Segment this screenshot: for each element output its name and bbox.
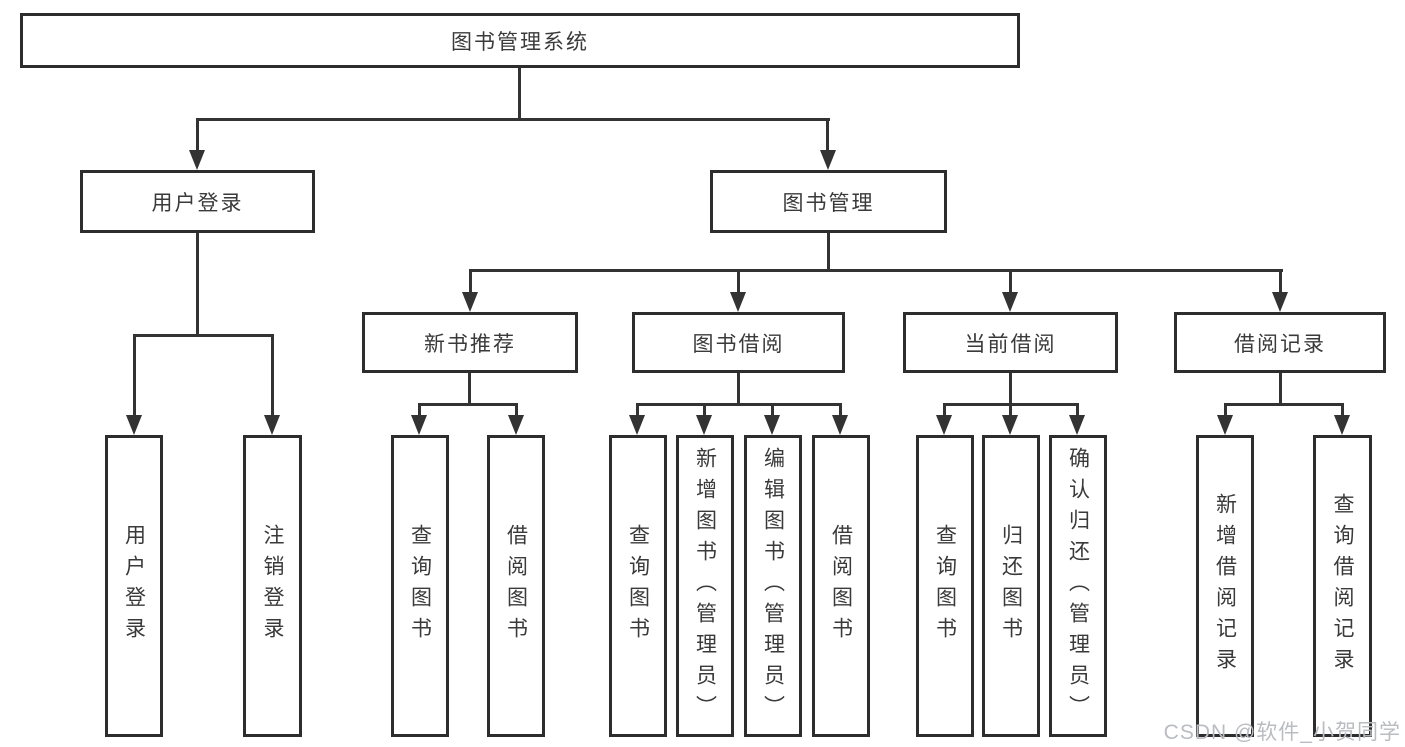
connector-drop-user-login	[196, 118, 199, 152]
connector-level2-horizontal	[196, 118, 830, 121]
arrow-down-borrow-records	[1272, 292, 1288, 312]
leaf-br-add-record-label: 新增借阅记录	[1213, 493, 1237, 679]
leaf-user-login: 用户登录	[105, 435, 163, 737]
leaf-logout-label: 注销登录	[261, 524, 285, 648]
connector-user-login-stem	[196, 233, 199, 337]
connector-drop-cb-return	[1009, 403, 1012, 417]
connector-drop-leaf-user-login	[133, 334, 136, 416]
arrow-down-cb-query	[936, 415, 952, 435]
arrow-down-user-login	[189, 150, 205, 170]
leaf-br-add-record: 新增借阅记录	[1196, 435, 1254, 737]
arrow-down-bb-add	[696, 415, 712, 435]
leaf-bb-edit-books-admin-label: 编辑图书（管理员）	[761, 446, 785, 726]
arrow-down-cb-confirm	[1069, 415, 1085, 435]
arrow-down-br-query	[1334, 415, 1350, 435]
leaf-nb-borrow-books-label: 借阅图书	[504, 524, 528, 648]
leaf-user-login-label: 用户登录	[122, 524, 146, 648]
leaf-cb-return-books-label: 归还图书	[999, 524, 1023, 648]
connector-new-books-horizontal	[418, 403, 518, 406]
arrow-down-nb-borrow	[508, 415, 524, 435]
connector-drop-br-add	[1224, 403, 1227, 417]
arrow-down-nb-query	[411, 415, 427, 435]
node-new-book-recommend-label: 新书推荐	[424, 332, 516, 356]
leaf-cb-query-books: 查询图书	[916, 435, 974, 737]
leaf-logout: 注销登录	[243, 435, 302, 737]
connector-root-stem	[518, 68, 521, 120]
connector-drop-nb-borrow	[515, 403, 518, 417]
connector-user-login-horizontal	[133, 334, 274, 337]
connector-book-borrow-horizontal	[636, 403, 842, 406]
connector-drop-leaf-logout	[271, 334, 274, 416]
arrow-down-bb-query	[629, 415, 645, 435]
connector-drop-cb-confirm	[1076, 403, 1079, 417]
connector-drop-bb-add	[703, 403, 706, 417]
arrow-down-book-mgmt	[820, 150, 836, 170]
connector-level3-horizontal	[469, 269, 1283, 272]
node-new-book-recommend: 新书推荐	[362, 312, 578, 373]
node-root-library-system: 图书管理系统	[20, 13, 1020, 68]
connector-book-mgmt-stem	[827, 233, 830, 272]
node-root-label: 图书管理系统	[451, 30, 589, 54]
leaf-cb-confirm-return-admin-label: 确认归还（管理员）	[1066, 446, 1090, 726]
connector-drop-bb-borrow	[839, 403, 842, 417]
node-book-borrow-label: 图书借阅	[692, 332, 785, 356]
leaf-cb-return-books: 归还图书	[982, 435, 1040, 737]
arrow-down-current-borrow	[1002, 292, 1018, 312]
arrow-down-bb-borrow	[832, 415, 848, 435]
connector-drop-new-books	[469, 269, 472, 294]
leaf-bb-add-books-admin-label: 新增图书（管理员）	[693, 446, 717, 726]
node-borrow-records: 借阅记录	[1174, 312, 1386, 373]
connector-drop-bb-query	[636, 403, 639, 417]
arrow-down-leaf-logout	[264, 415, 280, 435]
connector-drop-br-query	[1341, 403, 1344, 417]
connector-drop-book-borrow	[737, 269, 740, 294]
arrow-down-leaf-user-login	[126, 415, 142, 435]
leaf-nb-query-books: 查询图书	[391, 435, 449, 737]
arrow-down-cb-return	[1002, 415, 1018, 435]
leaf-nb-borrow-books: 借阅图书	[487, 435, 545, 737]
connector-current-borrow-stem	[1009, 373, 1012, 406]
node-borrow-records-label: 借阅记录	[1234, 332, 1326, 356]
csdn-watermark: CSDN @软件_小贺同学	[1163, 721, 1401, 744]
connector-drop-book-mgmt	[826, 118, 829, 152]
leaf-br-query-record-label: 查询借阅记录	[1331, 493, 1355, 679]
arrow-down-new-books	[462, 292, 478, 312]
connector-drop-nb-query	[418, 403, 421, 417]
connector-drop-cb-query	[943, 403, 946, 417]
connector-drop-current-borrow	[1009, 269, 1012, 294]
connector-drop-borrow-records	[1279, 269, 1282, 294]
connector-drop-bb-edit	[771, 403, 774, 417]
leaf-bb-query-books: 查询图书	[609, 435, 667, 737]
arrow-down-br-add	[1217, 415, 1233, 435]
arrow-down-book-borrow	[730, 292, 746, 312]
node-book-management: 图书管理	[710, 170, 947, 233]
connector-borrow-records-stem	[1279, 373, 1282, 406]
leaf-cb-confirm-return-admin: 确认归还（管理员）	[1049, 435, 1107, 737]
connector-borrow-records-horizontal	[1224, 403, 1344, 406]
node-current-borrow: 当前借阅	[903, 312, 1118, 373]
node-book-management-label: 图书管理	[782, 191, 875, 215]
connector-new-books-stem	[468, 373, 471, 406]
leaf-cb-query-books-label: 查询图书	[933, 524, 957, 648]
connector-book-borrow-stem	[737, 373, 740, 406]
arrow-down-bb-edit	[764, 415, 780, 435]
leaf-bb-add-books-admin: 新增图书（管理员）	[676, 435, 734, 737]
leaf-nb-query-books-label: 查询图书	[408, 524, 432, 648]
node-user-login-label: 用户登录	[151, 191, 244, 215]
leaf-bb-edit-books-admin: 编辑图书（管理员）	[744, 435, 802, 737]
node-current-borrow-label: 当前借阅	[964, 332, 1057, 356]
leaf-bb-borrow-books: 借阅图书	[812, 435, 870, 737]
node-user-login: 用户登录	[80, 170, 315, 233]
node-book-borrow: 图书借阅	[632, 312, 845, 373]
leaf-br-query-record: 查询借阅记录	[1313, 435, 1372, 737]
leaf-bb-query-books-label: 查询图书	[626, 524, 650, 648]
leaf-bb-borrow-books-label: 借阅图书	[829, 524, 853, 648]
